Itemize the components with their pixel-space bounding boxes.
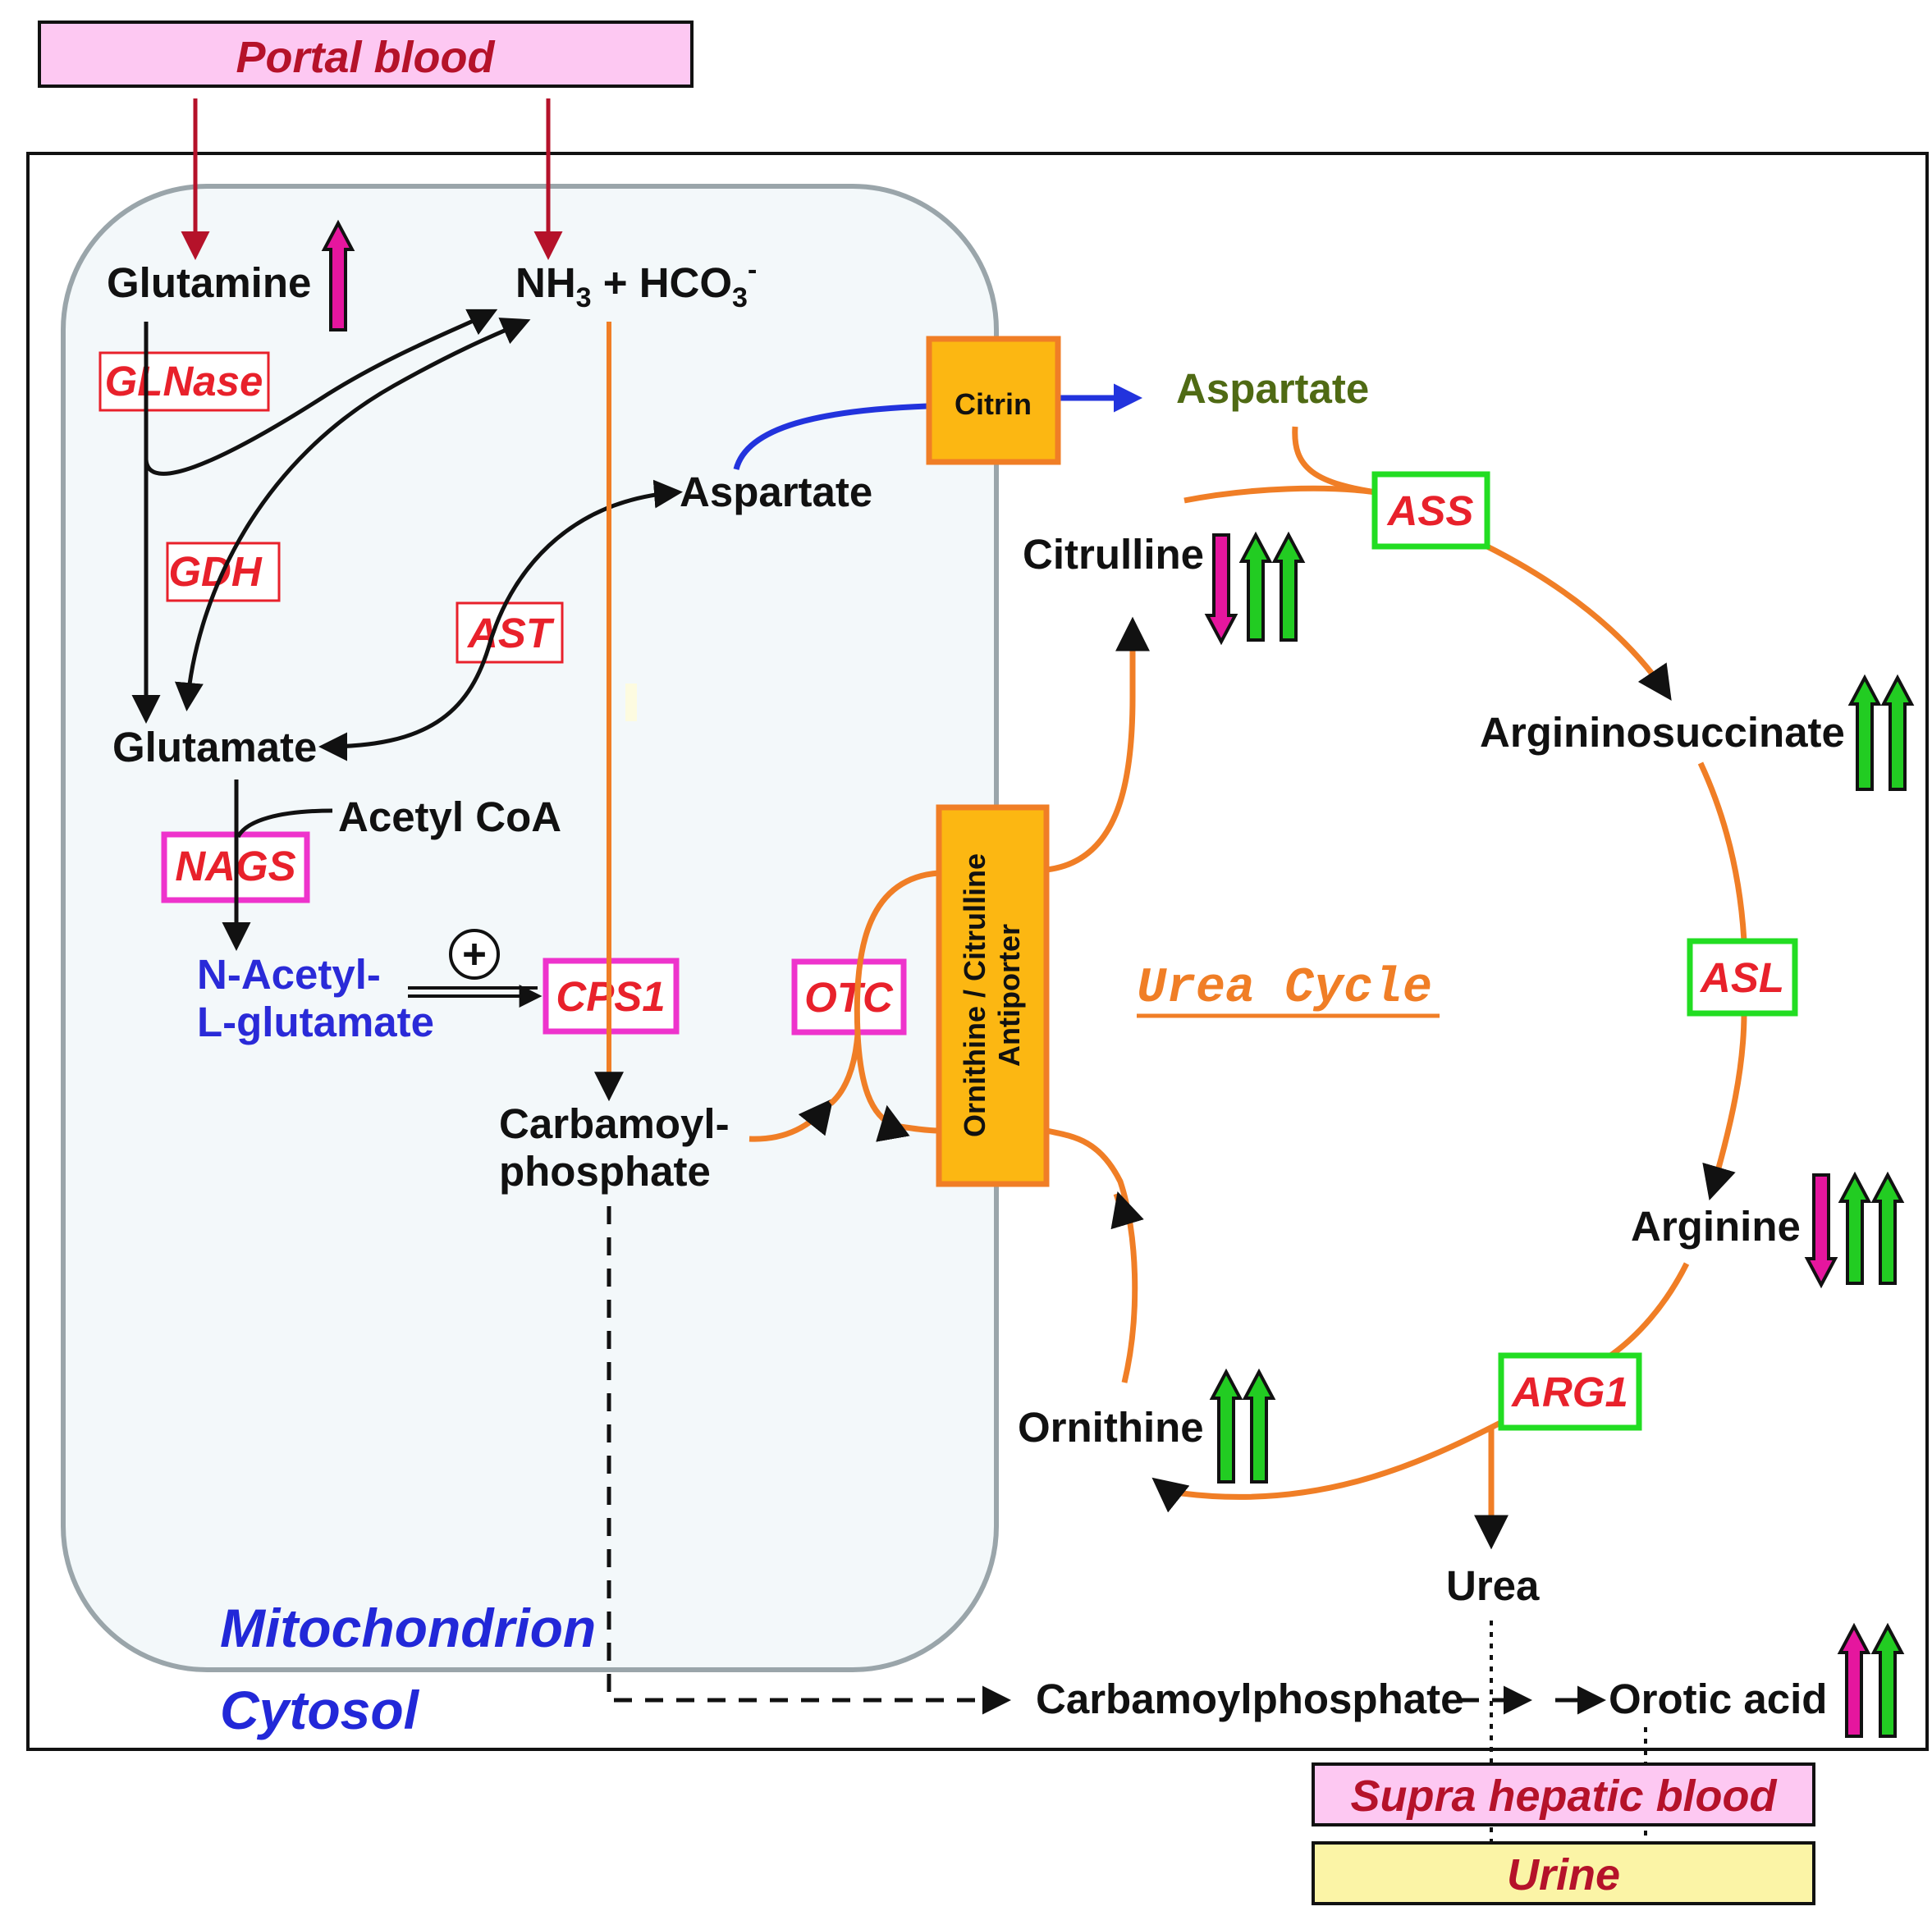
argininosuccinate-label: Argininosuccinate xyxy=(1480,709,1845,756)
mitochondrion-label: Mitochondrion xyxy=(220,1598,596,1658)
aspartate-mito-label: Aspartate xyxy=(680,469,872,515)
glutamine-up-arrow xyxy=(321,219,355,331)
citrin-label: Citrin xyxy=(955,387,1032,421)
argininosuccinate-up-arrow-2 xyxy=(1880,674,1915,791)
activation-circle xyxy=(449,929,500,980)
portal-blood-label: Portal blood xyxy=(236,33,496,82)
carbamoylphosphate-cyto-label: Carbamoylphosphate xyxy=(1036,1676,1463,1722)
ornithine-up-arrow-2 xyxy=(1242,1368,1276,1484)
ass-label: ASS xyxy=(1386,487,1474,534)
glnase-label: GLNase xyxy=(105,358,263,405)
citrulline-up-arrow-2 xyxy=(1271,531,1306,642)
ass-box xyxy=(1371,471,1490,550)
arg1-label: ARG1 xyxy=(1510,1369,1628,1415)
citrin-transporter xyxy=(926,336,1061,465)
glutamine-label: Glutamine xyxy=(107,259,311,306)
citrulline-label: Citrulline xyxy=(1023,531,1204,578)
ast-label: AST xyxy=(466,610,555,656)
arg1-box xyxy=(1498,1352,1642,1431)
urine-box xyxy=(1312,1841,1815,1905)
citrulline-up-arrow-1 xyxy=(1238,531,1273,642)
arginine-label: Arginine xyxy=(1631,1203,1801,1250)
ornithine-label: Ornithine xyxy=(1018,1404,1204,1451)
suprahepatic-blood-box xyxy=(1312,1762,1815,1826)
level-indicators xyxy=(321,219,1915,1738)
n-acetyl-glutamate-label: N-Acetyl-L-glutamate xyxy=(197,951,434,1045)
orotic-acid-up-arrow-green xyxy=(1870,1622,1905,1738)
cytosol-label: Cytosol xyxy=(220,1680,420,1740)
orotic-acid-label: Orotic acid xyxy=(1609,1676,1827,1722)
citrulline-down-arrow xyxy=(1204,533,1238,646)
argininosuccinate-up-arrow-1 xyxy=(1847,674,1882,791)
nh3-hco3-label: NH3 + HCO3- xyxy=(515,254,757,313)
asl-label: ASL xyxy=(1699,954,1784,1001)
asl-box xyxy=(1687,938,1798,1017)
arginine-up-arrow-2 xyxy=(1870,1171,1905,1285)
orotic-acid-up-arrow-magenta xyxy=(1837,1622,1871,1738)
arginine-down-arrow xyxy=(1804,1173,1838,1289)
urea-cycle-title: Urea Cycle xyxy=(1137,961,1432,1017)
otc-box xyxy=(791,958,907,1036)
ornithine-up-arrow-1 xyxy=(1209,1368,1243,1484)
otc-label: OTC xyxy=(804,974,894,1021)
antiporter-label: Ornithine / CitrullineAntiporter xyxy=(958,853,1026,1137)
portal-blood-box xyxy=(38,21,694,88)
ornithine-citrulline-antiporter xyxy=(936,804,1050,1187)
acetyl-coa-label: Acetyl CoA xyxy=(338,793,561,840)
activation-plus: + xyxy=(462,930,487,977)
arginine-up-arrow-1 xyxy=(1838,1171,1872,1285)
urea-label: Urea xyxy=(1446,1562,1540,1609)
carbamoylphosphate-mito-label: Carbamoyl-phosphate xyxy=(499,1100,730,1195)
glutamate-label: Glutamate xyxy=(112,724,317,770)
aspartate-cyto-label: Aspartate xyxy=(1176,365,1369,412)
suprahepatic-blood-label: Supra hepatic blood xyxy=(1350,1772,1777,1821)
urine-label: Urine xyxy=(1507,1850,1620,1900)
